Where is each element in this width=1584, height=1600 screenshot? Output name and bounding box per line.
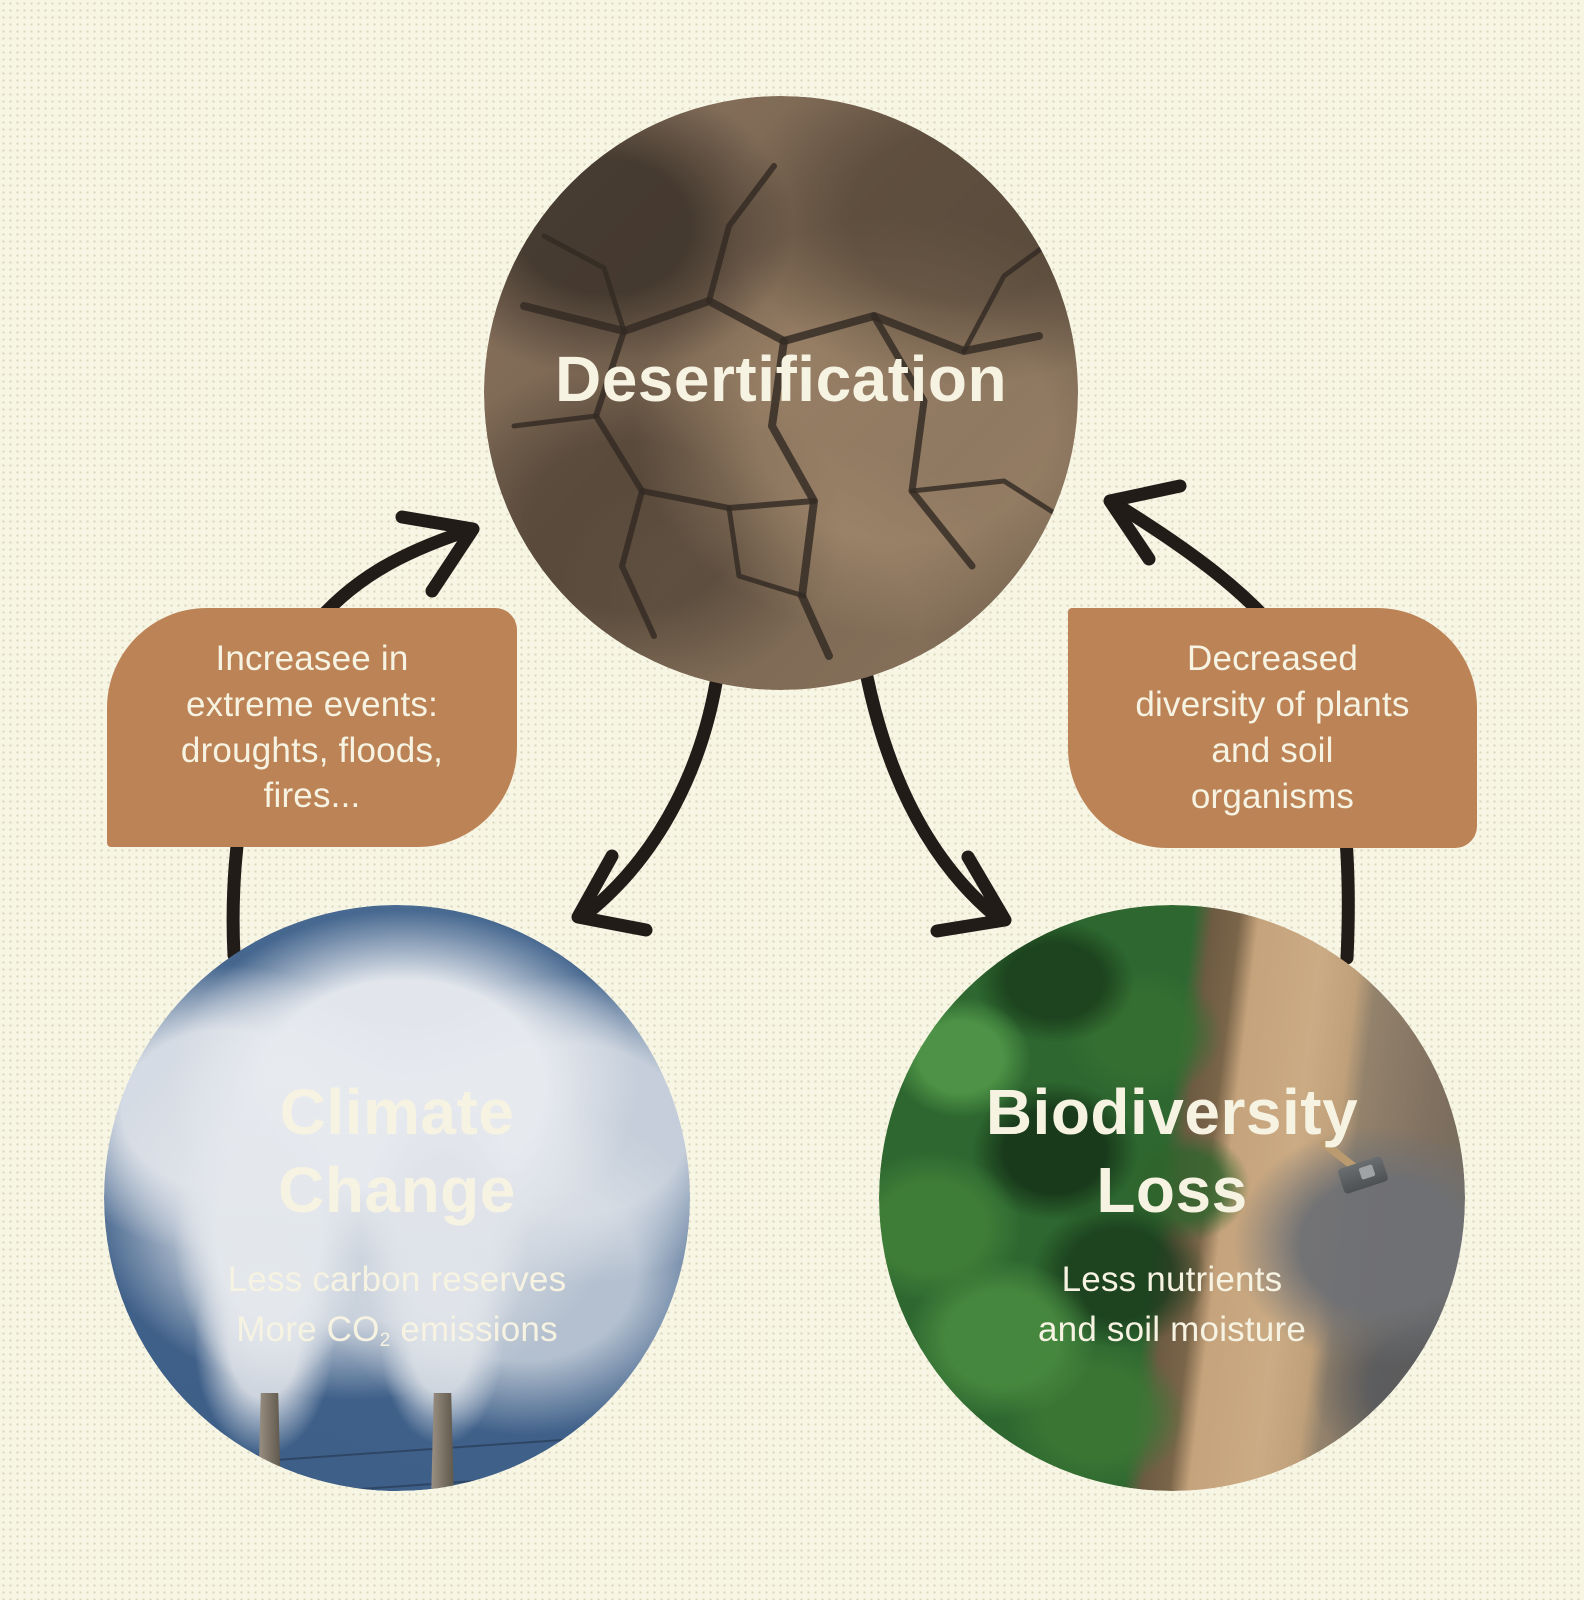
- arrowhead-up-right-icon: [395, 510, 480, 598]
- desertification-title: Desertification: [554, 342, 1008, 415]
- co2-subscript: 2: [379, 1330, 391, 1352]
- biodiversity-subtitle-line-2: and soil moisture: [1038, 1310, 1306, 1350]
- right-callout-line-4: organisms: [1190, 776, 1355, 816]
- co2-prefix: More CO: [236, 1310, 380, 1350]
- node-desertification: Desertification: [484, 96, 1078, 690]
- left-callout-line-1: Increasee in: [215, 638, 409, 678]
- arrow-desertification-to-biodiversity: [860, 670, 1000, 921]
- co2-suffix: emissions: [390, 1310, 558, 1350]
- climate-title-line-1: Climate: [279, 1076, 515, 1149]
- smokestack-right: [431, 1393, 454, 1491]
- climate-subtitle-line-1: Less carbon reserves: [227, 1260, 567, 1300]
- climate-change-title: Climate Change: [134, 1073, 660, 1229]
- callout-increase-extreme-events: Increasee in extreme events: droughts, f…: [107, 608, 517, 847]
- climate-title-line-2: Change: [278, 1154, 516, 1227]
- climate-change-content: Climate Change Less carbon reserves More…: [104, 1073, 690, 1355]
- biodiversity-loss-subtitle: Less nutrients and soil moisture: [909, 1255, 1435, 1354]
- cracked-earth-photo: [484, 96, 1078, 690]
- biodiversity-title-line-2: Loss: [1096, 1154, 1248, 1227]
- arrowhead-down-right-icon: [930, 850, 1012, 938]
- node-climate-change: Climate Change Less carbon reserves More…: [104, 905, 690, 1491]
- right-callout-line-2: diversity of plants: [1135, 685, 1410, 725]
- node-biodiversity-loss: Biodiversity Loss Less nutrients and soi…: [879, 905, 1465, 1491]
- arrow-desertification-to-climate: [583, 676, 723, 918]
- smokestack-left: [258, 1393, 281, 1491]
- biodiversity-subtitle-line-1: Less nutrients: [1061, 1260, 1283, 1300]
- biodiversity-loss-title: Biodiversity Loss: [909, 1073, 1435, 1229]
- soil-cracks-graphic: [511, 163, 1062, 660]
- right-callout-line-3: and soil: [1211, 731, 1334, 770]
- climate-change-subtitle: Less carbon reserves More CO2 emissions: [134, 1255, 660, 1354]
- smokestacks-photo: [104, 905, 690, 1491]
- arrowhead-up-left-icon: [1103, 479, 1187, 566]
- right-callout-line-1: Decreased: [1186, 639, 1359, 679]
- biodiversity-loss-content: Biodiversity Loss Less nutrients and soi…: [879, 1073, 1465, 1355]
- deforestation-aerial-photo: [879, 905, 1465, 1491]
- climate-subtitle-line-2: More CO2 emissions: [134, 1305, 660, 1355]
- callout-decreased-diversity: Decreased diversity of plants and soil o…: [1068, 608, 1477, 848]
- desertification-content: Desertification: [484, 340, 1078, 418]
- left-callout-line-3: droughts, floods,: [180, 730, 444, 770]
- left-callout-line-2: extreme events:: [186, 684, 438, 724]
- left-callout-line-4: fires...: [263, 776, 361, 816]
- biodiversity-title-line-1: Biodiversity: [985, 1076, 1359, 1149]
- arrowhead-down-left-icon: [571, 849, 653, 937]
